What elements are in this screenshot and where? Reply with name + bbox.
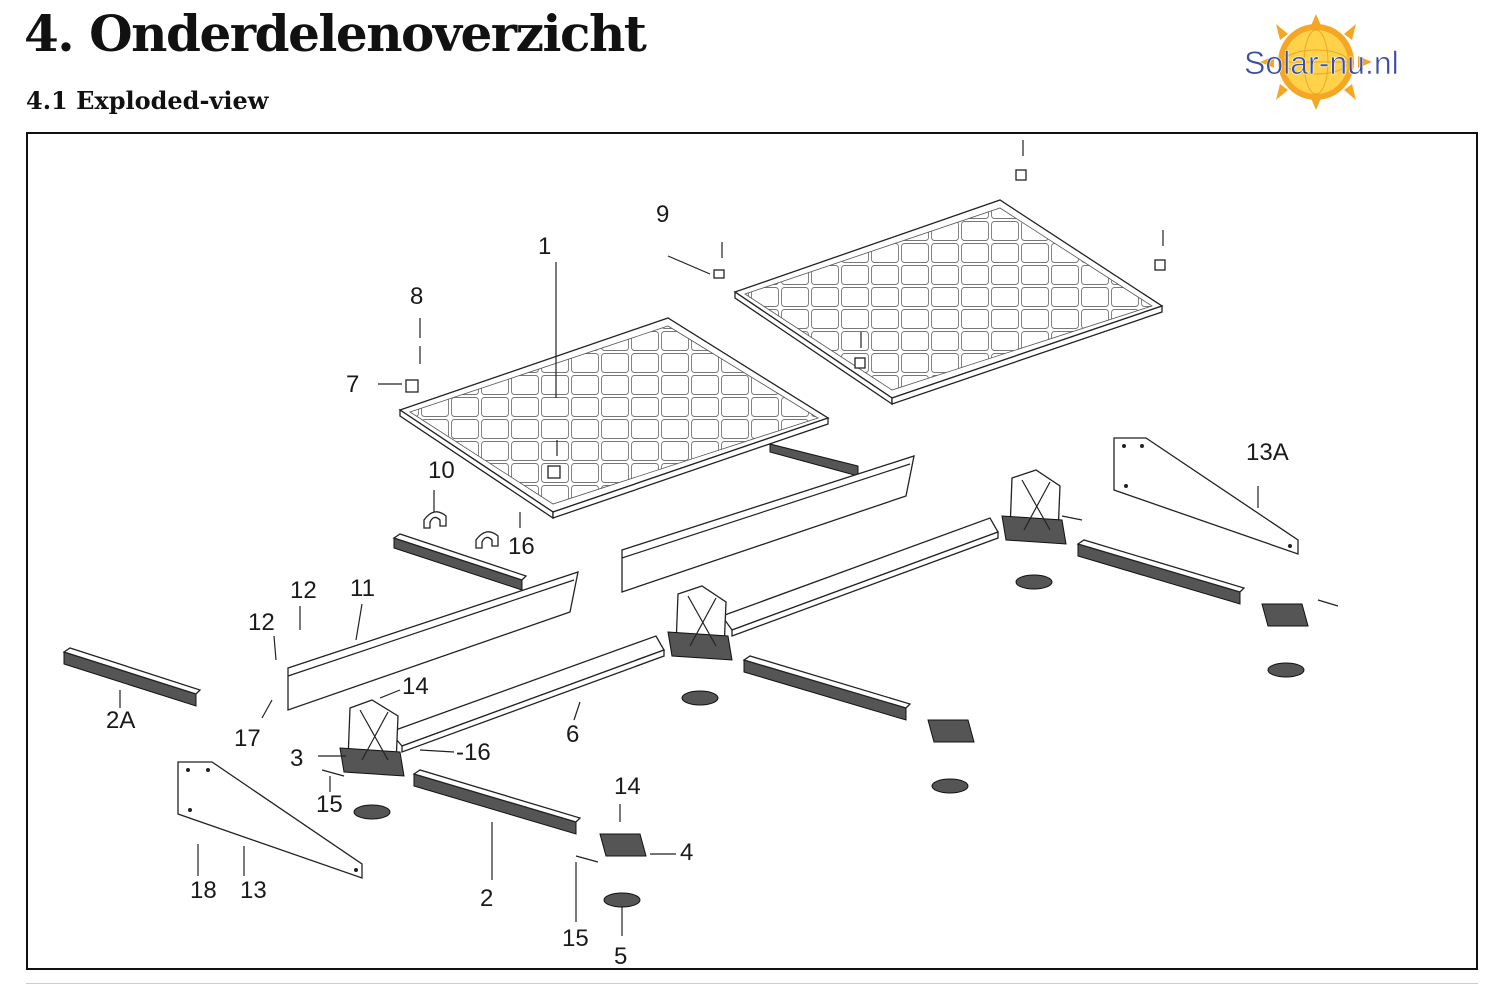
diagram-frame <box>26 132 1478 970</box>
label-8: 8 <box>410 283 423 310</box>
divider <box>26 983 1478 984</box>
page-title: 4. Onderdelenoverzicht <box>24 4 647 63</box>
wind-deflector-back <box>621 455 915 593</box>
rail-13a <box>1076 539 1246 605</box>
label-16-b: -16 <box>456 739 491 766</box>
base-foot-front <box>353 804 391 820</box>
rail-2a-front <box>62 647 202 707</box>
label-15-b: 15 <box>562 925 589 952</box>
label-14-b: 14 <box>614 773 641 800</box>
leader-lines <box>119 255 1259 936</box>
base-profile-back <box>720 517 999 637</box>
solar-panel-1 <box>398 317 830 520</box>
clamps-panel2 <box>854 140 1166 369</box>
bracket-back <box>1001 469 1067 545</box>
connector-4 <box>599 833 647 857</box>
rail-2-front <box>412 769 582 835</box>
label-12-a: 12 <box>290 577 317 604</box>
label-3: 3 <box>290 745 303 772</box>
solar-panel-2 <box>733 199 1164 406</box>
label-10: 10 <box>428 457 455 484</box>
pin-15 <box>321 515 1339 863</box>
bolt-9 <box>713 242 725 279</box>
label-15-a: 15 <box>316 791 343 818</box>
label-16-top: 16 <box>508 533 535 560</box>
label-5: 5 <box>614 943 627 970</box>
bracket-3-front <box>339 699 405 777</box>
label-13: 13 <box>240 877 267 904</box>
sun-icon <box>1260 14 1372 110</box>
side-panel-13 <box>177 761 363 879</box>
label-6: 6 <box>566 721 579 748</box>
base-profile-6 <box>388 635 665 753</box>
rail-back-1 <box>769 443 859 477</box>
label-7: 7 <box>346 371 359 398</box>
label-1: 1 <box>538 233 551 260</box>
label-2a: 2A <box>106 707 135 734</box>
rail-2-mid <box>742 655 912 721</box>
logo-text: Solar-nu.nl <box>1244 45 1399 81</box>
rail-2a-mid <box>392 533 528 591</box>
mid-clamp-panel1 <box>547 440 561 479</box>
section-subtitle: 4.1 Exploded-view <box>26 86 269 115</box>
label-9: 9 <box>656 201 669 228</box>
solar-nu-logo: Solar-nu.nl <box>1244 14 1399 110</box>
label-18: 18 <box>190 877 217 904</box>
base-foot-mid <box>681 690 969 794</box>
cable-clip-10 <box>423 511 499 549</box>
label-13a: 13A <box>1246 439 1289 466</box>
end-clamp-7 <box>405 346 421 393</box>
label-14-a: 14 <box>402 673 429 700</box>
base-foot-5 <box>603 892 641 908</box>
connector-mid <box>927 719 975 743</box>
connector-back <box>1261 603 1309 627</box>
bracket-mid <box>667 585 733 661</box>
base-foot-back <box>1015 574 1305 678</box>
wind-deflector-11 <box>287 571 579 711</box>
label-2: 2 <box>480 885 493 912</box>
label-4: 4 <box>680 839 693 866</box>
label-12-b: 12 <box>248 609 275 636</box>
label-11: 11 <box>350 575 375 602</box>
side-panel-13a <box>1113 437 1299 555</box>
part-labels: 1 8 7 9 10 16 11 12 12 2A 17 14 3 -16 6 … <box>106 201 1289 970</box>
label-17: 17 <box>234 725 261 752</box>
